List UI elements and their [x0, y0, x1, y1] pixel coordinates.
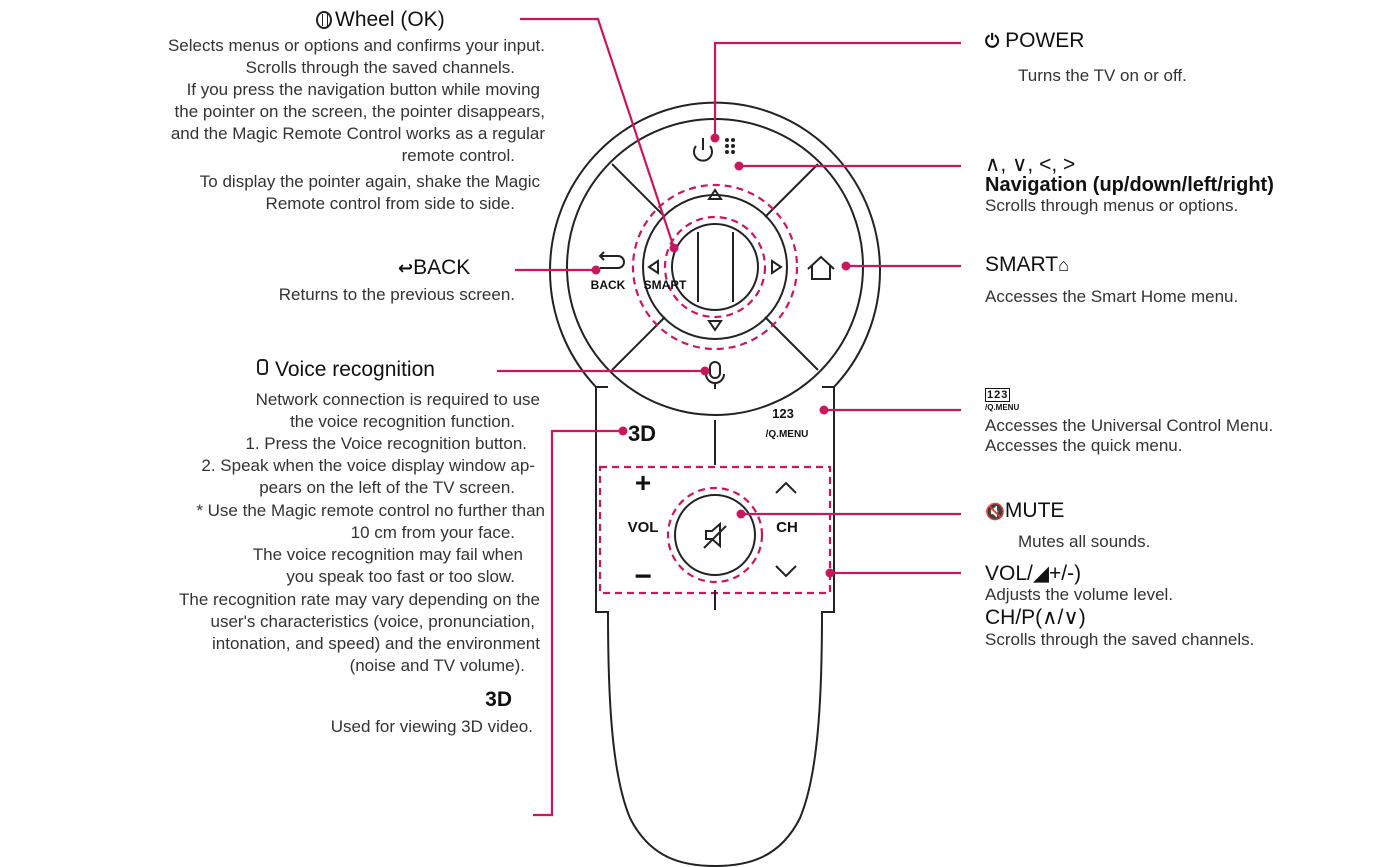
voice-desc-5: * Use the Magic remote control no furthe…	[196, 501, 545, 520]
vol-desc: Adjusts the volume level.	[985, 585, 1174, 604]
menu-desc-1: Accesses the quick menu.	[985, 436, 1183, 455]
voice-heading: Voice recognition	[257, 358, 435, 382]
voice-desc-0: Network connection is required to use	[255, 390, 540, 409]
wheel-desc-2: If you press the navigation button while…	[186, 80, 540, 99]
back-heading: ↩BACK	[398, 256, 470, 280]
leader-power	[713, 41, 961, 138]
menu-sub: /Q.MENU	[985, 403, 1020, 412]
home-button[interactable]	[807, 255, 835, 280]
voice-desc-11: intonation, and speed) and the environme…	[212, 634, 540, 653]
voice-desc-12: (noise and TV volume).	[349, 656, 525, 675]
ch-label: CH	[776, 519, 798, 536]
nav-down-arrow-icon[interactable]	[707, 320, 723, 332]
wheel-desc-1: Scrolls through the saved channels.	[245, 58, 515, 77]
leader-dots	[591, 133, 851, 578]
nav-up-arrow-icon[interactable]	[707, 188, 723, 200]
mute-heading: 🔇MUTE	[985, 499, 1064, 525]
back-button[interactable]: BACK	[591, 251, 626, 292]
remote-123-button[interactable]: 123	[772, 406, 794, 421]
wheel-title: Wheel (OK)	[335, 8, 445, 31]
ch-down-button[interactable]	[775, 565, 797, 578]
remote-qmenu-label: /Q.MENU	[766, 429, 809, 440]
voice-desc-6: 10 cm from your face.	[350, 523, 515, 542]
wheel-desc-4: and the Magic Remote Control works as a …	[170, 124, 545, 143]
vol-title: VOL/◢+/-)	[985, 562, 1082, 585]
vol-plus-button[interactable]: +	[635, 467, 651, 498]
wheel-desc-7: Remote control from side to side.	[265, 194, 515, 213]
wheel-desc-3: the pointer on the screen, the pointer d…	[174, 102, 545, 121]
menu-desc-0: Accesses the Universal Control Menu.	[985, 416, 1274, 435]
back-desc: Returns to the previous screen.	[278, 285, 515, 304]
voice-desc-8: you speak too fast or too slow.	[286, 567, 515, 586]
remote-smart-label: SMART	[644, 278, 687, 292]
power-icon: ⏻	[985, 31, 1000, 51]
nav-symbols: ∧, ∨, <, >	[985, 153, 1076, 176]
three-d-title: 3D	[485, 688, 512, 711]
mute-icon: 🔇	[985, 504, 1005, 521]
nav-desc: Scrolls through menus or options.	[985, 196, 1239, 215]
navigation-ring[interactable]	[642, 194, 788, 340]
power-title: POWER	[1005, 29, 1085, 52]
power-desc: Turns the TV on or off.	[1018, 66, 1187, 85]
smart-desc: Accesses the Smart Home menu.	[985, 287, 1239, 306]
voice-recognition-button[interactable]	[705, 361, 725, 389]
smart-title: SMART	[985, 253, 1059, 276]
ch-up-button[interactable]	[775, 481, 797, 494]
voice-desc-10: user's characteristics (voice, pronuncia…	[210, 612, 536, 631]
voice-desc-7: The voice recognition may fail when	[252, 545, 523, 564]
wheel-ok-button[interactable]	[671, 223, 759, 311]
vol-minus-button[interactable]: −	[634, 560, 652, 593]
home-icon: ⌂	[1058, 255, 1069, 275]
mute-title: MUTE	[1004, 499, 1065, 522]
voice-desc-1: the voice recognition function.	[290, 412, 515, 431]
nav-right-arrow-icon[interactable]	[771, 259, 783, 275]
smart-heading: SMART⌂	[985, 253, 1069, 277]
wheel-desc-5: remote control.	[401, 146, 515, 165]
vol-label: VOL	[628, 519, 659, 536]
ch-desc: Scrolls through the saved channels.	[985, 630, 1255, 649]
voice-desc-4: pears on the left of the TV screen.	[259, 478, 515, 497]
ch-title: CH/P(∧/∨)	[985, 606, 1086, 629]
voice-title: Voice recognition	[275, 358, 435, 381]
back-arrow-icon: ↩	[398, 258, 414, 278]
nav-left-arrow-icon[interactable]	[647, 259, 659, 275]
leader-3d	[533, 429, 623, 817]
wheel-icon	[316, 11, 332, 29]
nav-title: Navigation (up/down/left/right)	[985, 174, 1274, 196]
power-button[interactable]	[693, 138, 735, 162]
menu-digits: 123	[985, 388, 1011, 402]
back-title: BACK	[413, 256, 471, 279]
wheel-heading: Wheel (OK)	[316, 8, 445, 32]
mute-button[interactable]	[674, 494, 756, 576]
voice-desc-3: 2. Speak when the voice display window a…	[201, 456, 535, 475]
three-d-desc: Used for viewing 3D video.	[330, 717, 533, 736]
remote-3d-button[interactable]: 3D	[628, 421, 656, 446]
wheel-desc-0: Selects menus or options and confirms yo…	[167, 36, 545, 55]
remote-back-label: BACK	[591, 278, 626, 292]
remote-mute-icon	[703, 521, 727, 549]
leader-wheel	[520, 17, 676, 249]
remote-body	[549, 101, 881, 867]
microphone-icon	[257, 359, 268, 375]
power-heading: ⏻ POWER	[985, 29, 1084, 53]
voice-desc-2: 1. Press the Voice recognition button.	[245, 434, 527, 453]
voice-desc-9: The recognition rate may vary depending …	[178, 590, 540, 609]
wheel-desc-6: To display the pointer again, shake the …	[199, 172, 540, 191]
mute-desc: Mutes all sounds.	[1018, 532, 1151, 551]
